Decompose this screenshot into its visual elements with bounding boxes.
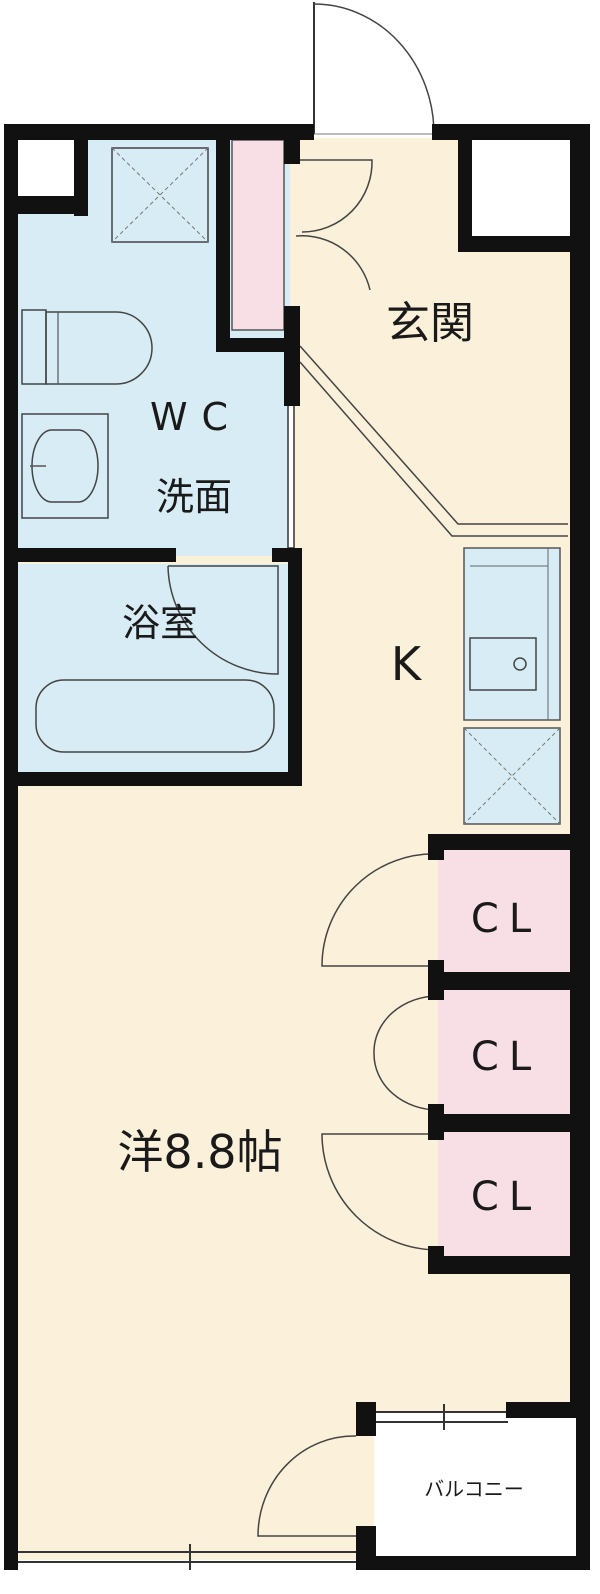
room-label-western: 洋8.8帖 <box>117 1125 282 1179</box>
balcony-window <box>376 1404 508 1430</box>
room-label-kitchen: K <box>391 637 423 691</box>
bathtub-icon <box>35 679 275 753</box>
room-label-washroom: 洗面 <box>156 475 232 519</box>
room-label-wc: WC <box>150 395 242 439</box>
pipe-shaft <box>111 147 209 243</box>
shoe-cabinet-door-upper <box>290 159 373 233</box>
front-door <box>313 2 435 135</box>
closet-2-door <box>373 995 439 1111</box>
genkan-step-line <box>299 345 568 525</box>
balcony-floor <box>374 1412 580 1556</box>
pipe-shaft-cross-a <box>111 147 209 243</box>
kitchen-counter <box>463 547 561 721</box>
genkan-step-line-inner <box>299 361 568 537</box>
shoe-cabinet-door-lower <box>295 235 371 291</box>
toilet-icon <box>21 309 153 385</box>
wc-sliding-door <box>287 399 295 549</box>
bottom-window <box>18 1544 370 1570</box>
sink-icon <box>469 548 549 720</box>
closet-1-door <box>321 853 439 967</box>
room-label-genkan: 玄関 <box>386 298 474 349</box>
shoe-cabinet <box>231 139 285 331</box>
closet-label-3: CL <box>471 1174 541 1220</box>
walls <box>4 124 590 1570</box>
balcony-door <box>257 1435 357 1537</box>
pipe-shaft-cross-b <box>111 147 209 243</box>
fridge-cross-a <box>463 727 561 825</box>
room-label-balcony: バルコニー <box>424 1477 524 1501</box>
wash-basin-icon <box>21 413 109 519</box>
closet-1-floor <box>438 850 570 972</box>
closet-3-door <box>321 1133 439 1251</box>
closet-label-2: CL <box>471 1034 541 1080</box>
fridge-cross-b <box>463 727 561 825</box>
bath-door <box>167 565 279 675</box>
closet-2-floor <box>438 990 570 1114</box>
room-label-bath: 浴室 <box>122 601 198 645</box>
closet-label-1: CL <box>471 896 541 942</box>
closet-3-floor <box>438 1132 570 1256</box>
wet-area-bath <box>18 564 290 772</box>
